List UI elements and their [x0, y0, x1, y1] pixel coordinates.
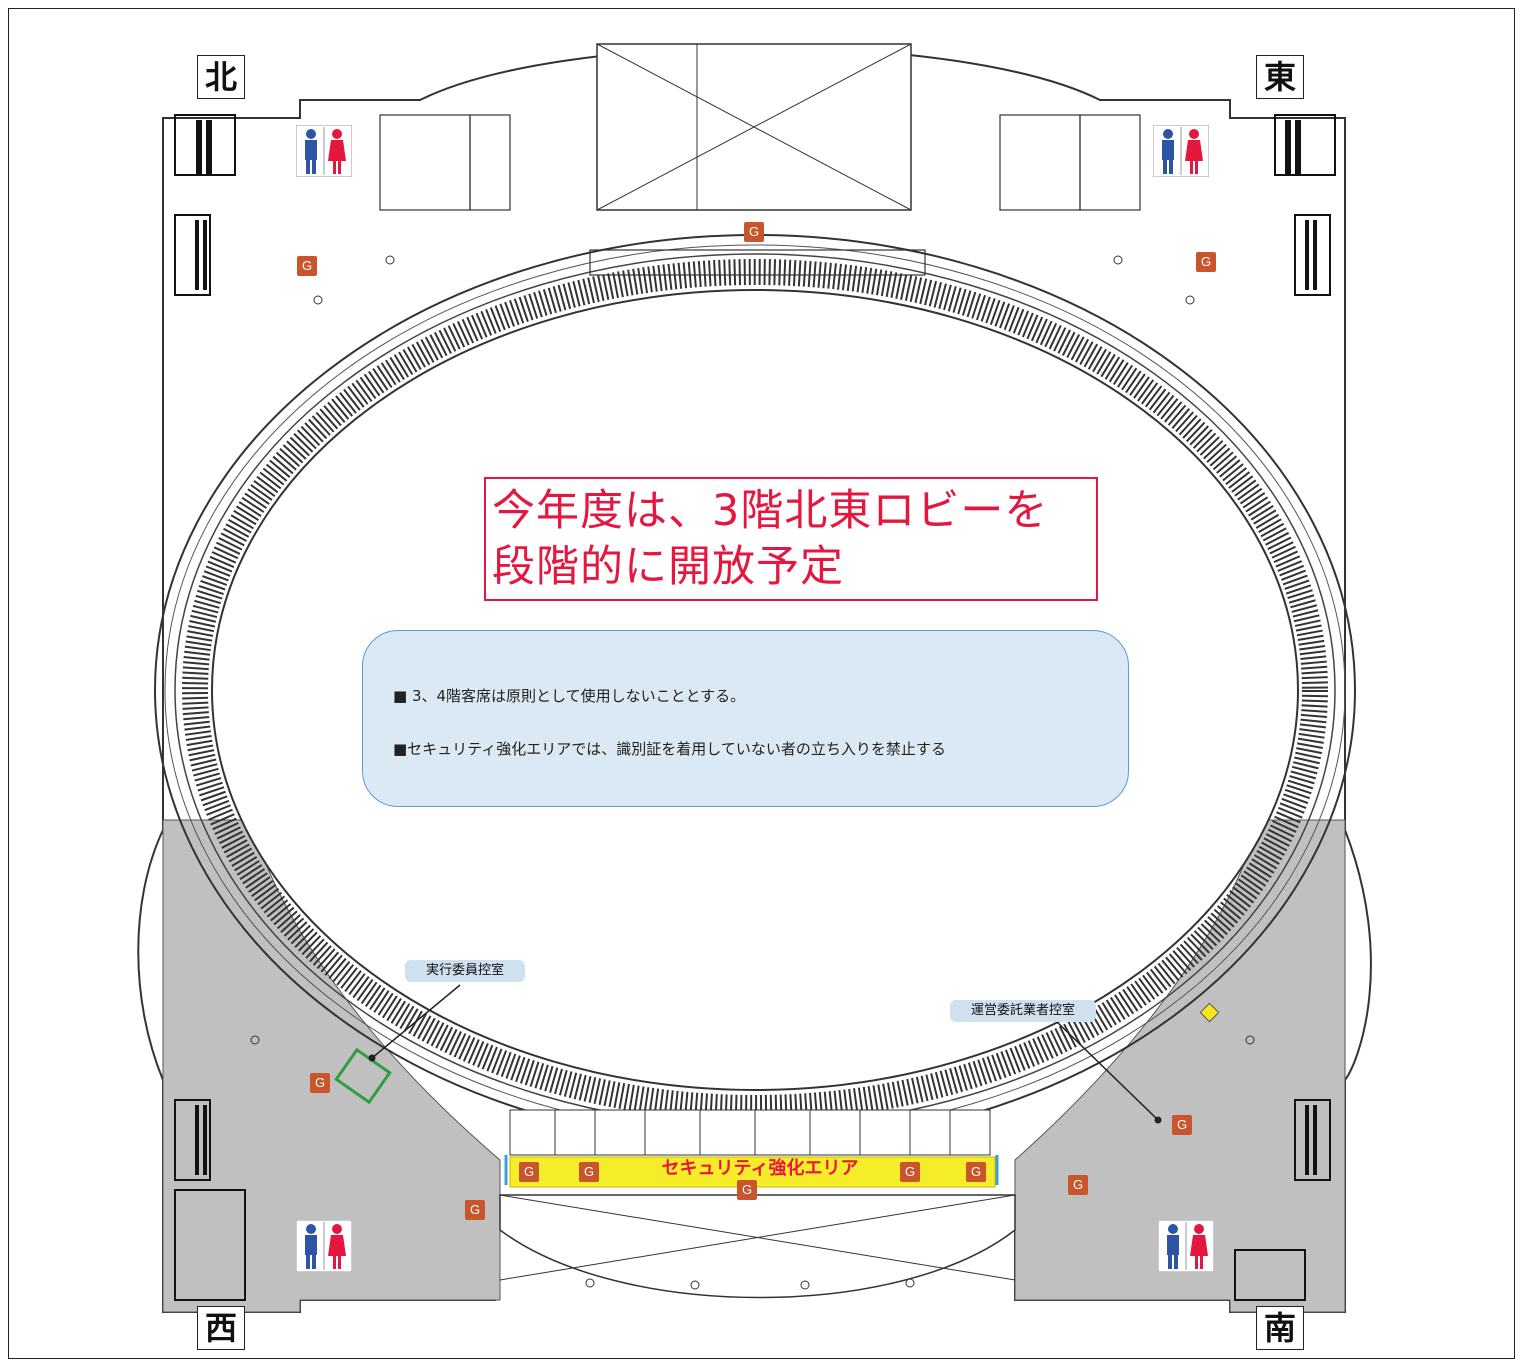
- map-frame: [8, 8, 1515, 1359]
- gate-icon: G: [900, 1162, 920, 1182]
- headline-line-1: 今年度は、3階北東ロビーを: [492, 486, 1049, 536]
- toilet-sign-west: [296, 1220, 352, 1272]
- gate-icon: G: [465, 1200, 485, 1220]
- callout-committee-room: 実行委員控室: [405, 960, 525, 982]
- direction-east: 東: [1256, 55, 1304, 99]
- note-1: ■ 3、4階客席は原則として使用しないこととする。: [393, 687, 746, 705]
- toilet-sign-east: [1153, 125, 1209, 177]
- gate-icon: G: [519, 1162, 539, 1182]
- suite-dividers: [554, 1110, 951, 1155]
- suite-boxes: [509, 1109, 991, 1156]
- security-area-label: セキュリティ強化エリア: [661, 1158, 859, 1179]
- toilet-sign-south: [1158, 1220, 1214, 1272]
- toilet-female-icon: [328, 129, 346, 174]
- gate-icon: G: [1068, 1175, 1088, 1195]
- direction-south: 南: [1256, 1306, 1304, 1350]
- toilet-male-icon: [1162, 129, 1174, 174]
- toilet-male-icon: [1167, 1224, 1179, 1269]
- gate-icon: G: [579, 1162, 599, 1182]
- toilet-male-icon: [305, 129, 317, 174]
- toilet-female-icon: [1185, 129, 1203, 174]
- gate-icon: G: [1196, 252, 1216, 272]
- notes-box: ■ 3、4階客席は原則として使用しないこととする。 ■セキュリティ強化エリアでは…: [362, 630, 1129, 807]
- diamond-marker-icon: [1199, 1002, 1220, 1023]
- north-rooms: [379, 114, 1141, 276]
- toilet-male-icon: [305, 1224, 317, 1269]
- note-2: ■セキュリティ強化エリアでは、識別証を着用していない者の立ち入りを禁止する: [393, 740, 946, 758]
- committee-room-highlight: [334, 1047, 392, 1105]
- direction-north: 北: [197, 55, 245, 99]
- toilet-sign-north: [296, 125, 352, 177]
- gate-icon: G: [1172, 1115, 1192, 1135]
- toilet-female-icon: [328, 1224, 346, 1269]
- callout-contractor-room: 運営委託業者控室: [950, 1000, 1096, 1022]
- south-atrium: [499, 1194, 1016, 1299]
- gate-icon: G: [297, 256, 317, 276]
- gate-icon: G: [744, 222, 764, 242]
- stair-blocks: [174, 114, 1336, 1301]
- direction-west: 西: [197, 1306, 245, 1350]
- columns: [250, 255, 1255, 1290]
- toilet-female-icon: [1190, 1224, 1208, 1269]
- seating-ring: [182, 259, 1328, 1121]
- gate-icon: G: [966, 1162, 986, 1182]
- headline-box: 今年度は、3階北東ロビーを 段階的に開放予定: [484, 477, 1098, 601]
- gate-icon: G: [737, 1180, 757, 1200]
- stair-hatching: [195, 120, 1317, 1175]
- gate-icon: G: [310, 1073, 330, 1093]
- headline-line-2: 段階的に開放予定: [492, 542, 844, 592]
